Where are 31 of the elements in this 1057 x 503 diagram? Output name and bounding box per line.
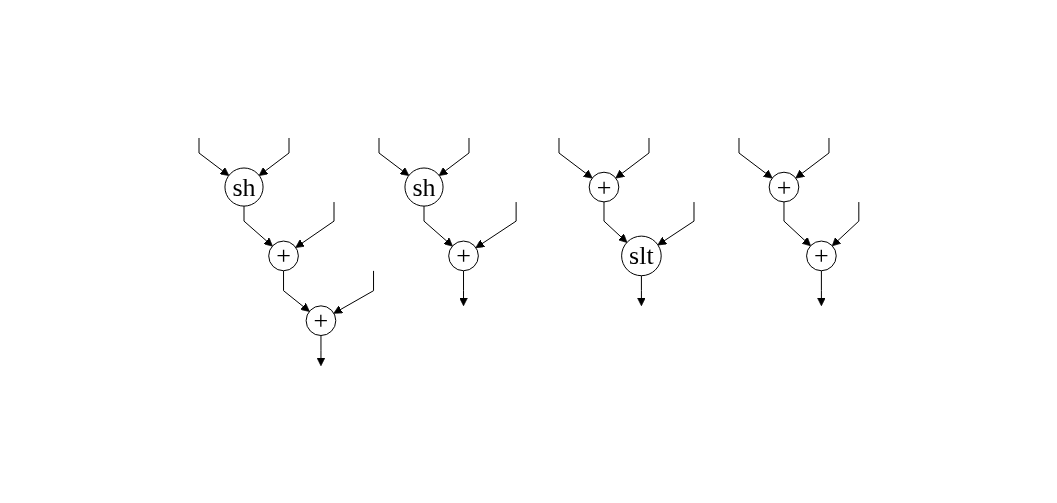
node-circle: sh	[224, 167, 264, 207]
arrow	[438, 137, 470, 176]
node-circle: +	[588, 171, 619, 203]
node-circle: +	[805, 240, 837, 271]
node-circle: +	[305, 305, 336, 336]
arrow	[458, 269, 468, 306]
arrow	[636, 274, 646, 306]
arrow	[657, 201, 695, 246]
node-circle: slt	[620, 235, 662, 276]
arrow	[738, 137, 773, 179]
arrow	[316, 334, 325, 366]
arrow	[816, 269, 826, 306]
arrow	[783, 201, 811, 246]
arrow	[294, 201, 335, 248]
node-circle: +	[768, 171, 799, 203]
arrow	[558, 137, 593, 179]
arrow	[831, 201, 859, 246]
arrow	[258, 137, 290, 176]
arrow	[378, 137, 409, 176]
arrow	[333, 270, 374, 314]
node-circle: +	[267, 240, 299, 271]
node-circle: +	[447, 240, 479, 271]
node-circle: sh	[404, 167, 444, 207]
arrow	[475, 201, 517, 248]
arrow	[615, 137, 650, 179]
arrow	[423, 205, 453, 247]
arrow	[282, 269, 310, 312]
arrow	[243, 205, 273, 247]
arrow	[603, 201, 627, 243]
arrow	[198, 137, 229, 176]
arrow	[795, 137, 830, 179]
